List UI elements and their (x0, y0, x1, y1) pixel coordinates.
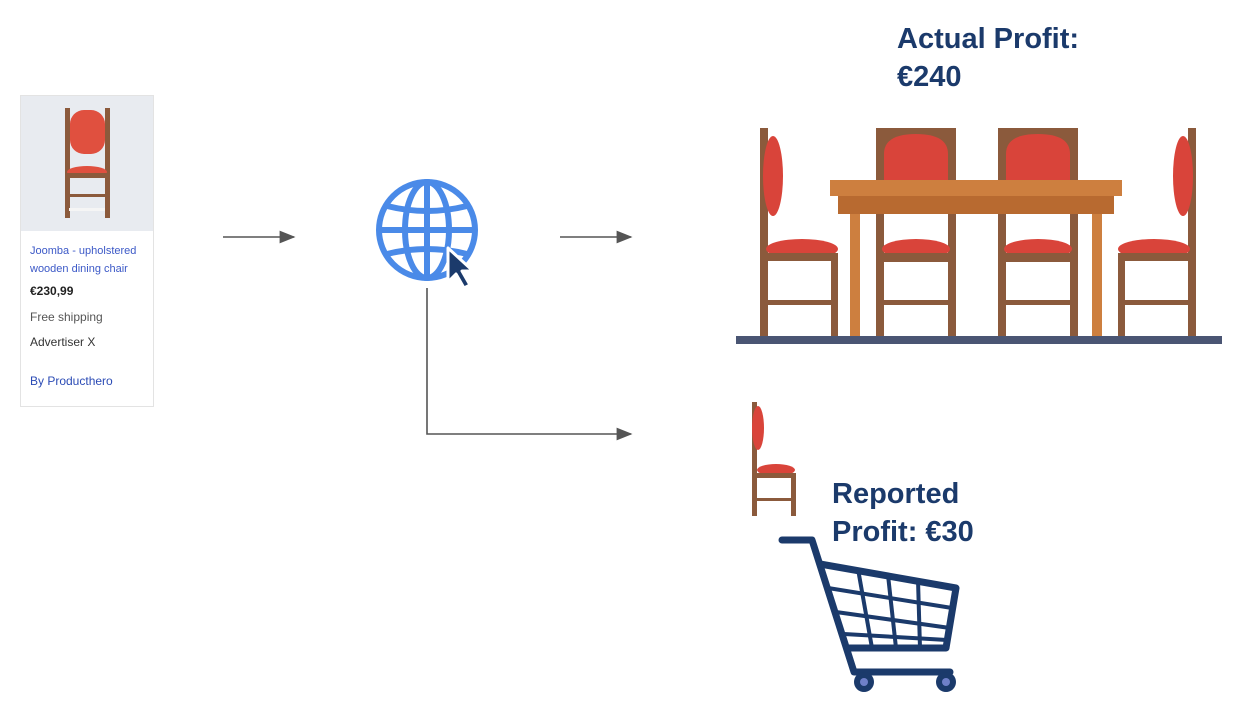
product-image[interactable] (21, 96, 153, 231)
arrow-website-to-cart (426, 288, 633, 441)
chair-icon (65, 108, 110, 218)
by-producthero-link[interactable]: By Producthero (30, 374, 113, 388)
shopping-cart-icon (778, 536, 960, 692)
advertiser-name: Advertiser X (30, 335, 96, 349)
globe-cursor-icon (376, 179, 478, 290)
actual-profit-value: €240 (897, 61, 962, 93)
dining-table-set-icon (736, 128, 1222, 344)
product-card[interactable]: Joomba - upholstered wooden dining chair… (20, 95, 154, 407)
reported-profit-line1: Reported (832, 478, 960, 510)
shipping-info: Free shipping (30, 310, 103, 324)
actual-profit-line1: Actual Profit: (897, 23, 1080, 55)
actual-profit-label: Actual Profit: €240 (897, 20, 1137, 96)
product-title[interactable]: Joomba - upholstered wooden dining chair (30, 245, 137, 275)
reported-profit-value: Profit: €30 (832, 516, 974, 548)
reported-profit-label: Reported Profit: €30 (832, 475, 1032, 551)
product-price: €230,99 (30, 284, 74, 298)
chair-icon (752, 402, 796, 516)
